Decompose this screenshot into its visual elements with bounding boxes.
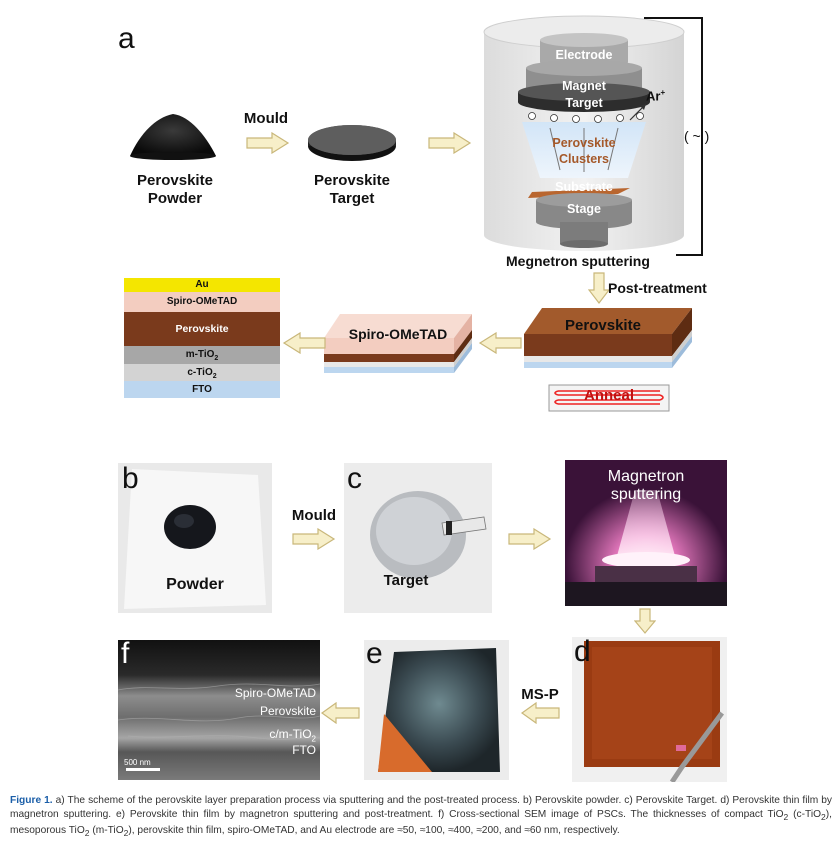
electrode-label: Electrode (555, 48, 613, 62)
post-treatment-label: Post-treatment (608, 280, 707, 296)
target-photo-label: Target (383, 572, 429, 589)
sem-perovskite-label: Perovskite (259, 704, 316, 718)
perovskite-powder-image (130, 114, 216, 160)
substrate-label: Substrate (555, 180, 613, 194)
mould-label-2: Mould (291, 507, 337, 524)
figure-label: Figure 1. (10, 795, 53, 806)
spiro-layer: Spiro-OMeTAD (124, 292, 280, 312)
perovskite-target-disc (308, 125, 396, 161)
process-arrow-left (520, 702, 560, 724)
m-tio2-layer: m-TiO2 (124, 346, 280, 364)
device-layer-stack: Au Spiro-OMeTAD Perovskite m-TiO2 c-TiO2… (124, 278, 280, 398)
process-arrow (428, 132, 472, 154)
target-label-line1: Perovskite (314, 172, 390, 189)
figure-caption: Figure 1. a) The scheme of the perovskit… (10, 795, 832, 839)
magnetron-photo-label-line1: Magnetron (607, 468, 685, 485)
spiro-film-3d (324, 314, 472, 373)
post-treated-film-photo (364, 640, 509, 780)
magnet-label: Magnet (562, 79, 606, 93)
c-tio2-layer: c-TiO2 (124, 364, 280, 381)
film-spiro-label: Spiro-OMeTAD (348, 326, 448, 342)
perovskite-layer: Perovskite (124, 312, 280, 346)
magnetron-photo-label-line2: sputtering (610, 486, 682, 503)
sputtered-film-photo (572, 637, 727, 782)
powder-label-line2: Powder (147, 190, 203, 207)
sem-cross-section-photo (118, 640, 320, 780)
panel-d-letter: d (574, 635, 591, 668)
sputtering-label: Megnetron sputtering (506, 253, 650, 269)
process-arrow-down (634, 608, 656, 634)
power-supply-symbol: ( ~ ) (684, 128, 710, 144)
panel-e-letter: e (366, 637, 383, 670)
process-arrow-left (478, 332, 522, 354)
panel-c-letter: c (347, 462, 362, 495)
process-arrow (292, 528, 336, 550)
clusters-label-line1: Perovskite (552, 136, 616, 150)
au-layer: Au (124, 278, 280, 292)
target-label-line2: Target (329, 190, 375, 207)
panel-b-letter: b (122, 462, 139, 495)
target-layer-label: Target (565, 96, 603, 110)
stage-label: Stage (566, 202, 602, 216)
clusters-label-line2: Clusters (558, 152, 610, 166)
process-arrow (508, 528, 552, 550)
process-arrow (246, 132, 290, 154)
target-photo (344, 463, 492, 613)
argon-ion-label: Ar+ (646, 88, 666, 104)
sputtering-chamber-diagram (483, 15, 703, 256)
panel-f-letter: f (121, 637, 130, 670)
ms-p-label: MS-P (521, 686, 559, 703)
anneal-heater (548, 384, 670, 412)
process-arrow-down (588, 272, 610, 304)
fto-layer: FTO (124, 381, 280, 398)
process-arrow-left (320, 702, 360, 724)
film-perovskite-label: Perovskite (565, 317, 641, 334)
process-arrow-left (282, 332, 326, 354)
sem-fto-label: FTO (292, 743, 316, 757)
sem-tio2-label: c/m-TiO2 (269, 727, 316, 744)
perovskite-film-3d (524, 308, 692, 368)
scale-bar-label: 500 nm (124, 758, 151, 767)
anneal-label: Anneal (583, 387, 634, 404)
magnetron-photo (565, 460, 727, 606)
mould-label: Mould (243, 110, 289, 127)
powder-label-line1: Perovskite (137, 172, 213, 189)
sem-spiro-label: Spiro-OMeTAD (234, 686, 316, 700)
powder-photo-label: Powder (166, 576, 224, 593)
powder-photo (118, 463, 272, 613)
panel-a-letter: a (118, 22, 135, 55)
